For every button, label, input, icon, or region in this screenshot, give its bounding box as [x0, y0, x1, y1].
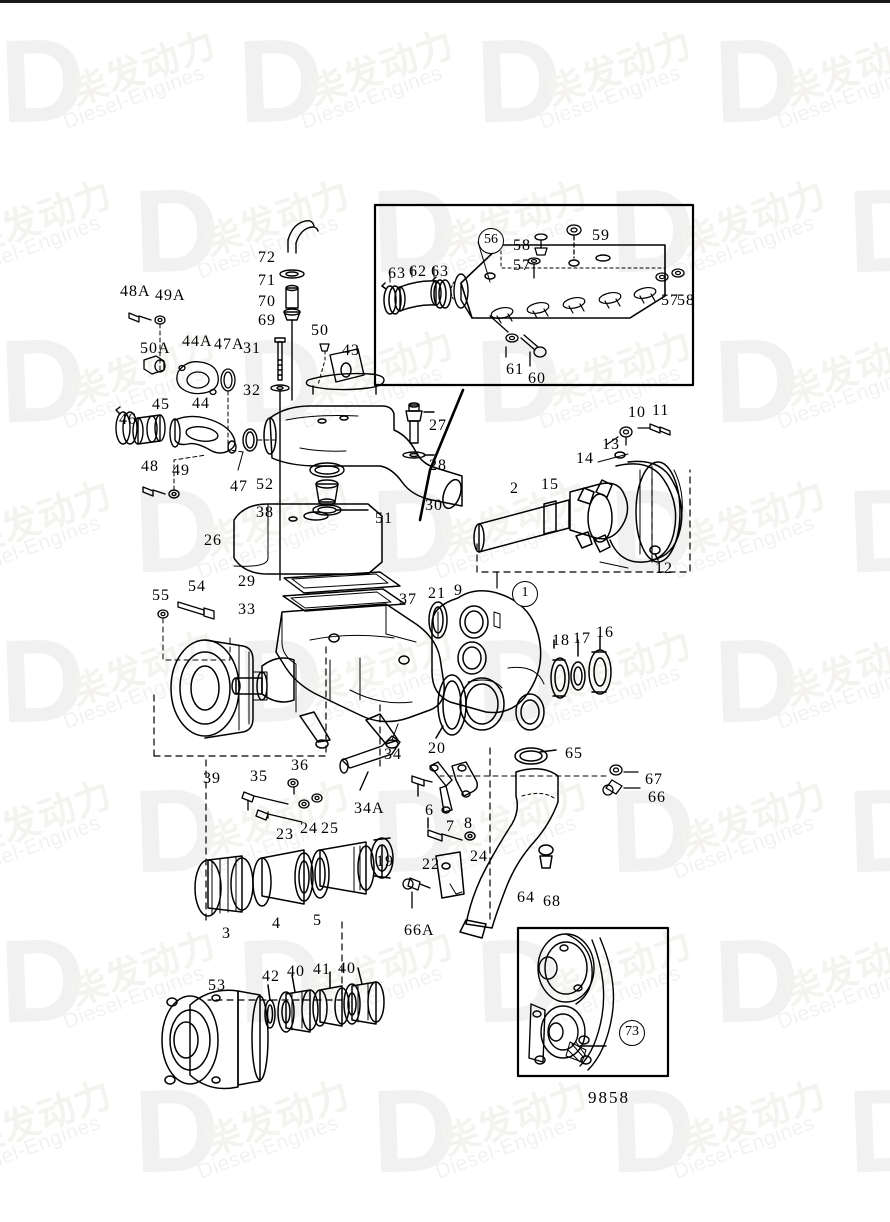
callout-58: 58	[677, 292, 695, 309]
callout-20: 20	[428, 740, 446, 757]
callout-3: 3	[222, 925, 231, 942]
callout-44: 44	[192, 395, 210, 412]
callout-22: 22	[422, 856, 440, 873]
callout-15: 15	[541, 476, 559, 493]
callout-61: 61	[506, 361, 524, 378]
callout-10: 10	[628, 404, 646, 421]
callout-36: 36	[291, 757, 309, 774]
callout-30: 30	[425, 497, 443, 514]
callout-37: 37	[399, 591, 417, 608]
sheet-top-rule	[0, 0, 890, 3]
callout-4: 4	[272, 915, 281, 932]
callout-60: 60	[528, 370, 546, 387]
callout-28: 28	[429, 457, 447, 474]
callout-26: 26	[204, 532, 222, 549]
callout-71: 71	[258, 272, 276, 289]
callout-49A: 49A	[155, 287, 186, 304]
callout-8: 8	[464, 815, 473, 832]
callout-14: 14	[576, 450, 594, 467]
callout-59: 59	[592, 227, 610, 244]
callout-34A: 34A	[354, 800, 385, 817]
callout-49: 49	[172, 462, 190, 479]
callout-35: 35	[250, 768, 268, 785]
callout-19: 19	[376, 853, 394, 870]
callout-69: 69	[258, 312, 276, 329]
callout-11: 11	[652, 402, 670, 419]
callout-54: 54	[188, 578, 206, 595]
callout-44A: 44A	[182, 333, 213, 350]
callout-33: 33	[238, 601, 256, 618]
callout-6: 6	[425, 802, 434, 819]
callout-57: 57	[661, 292, 679, 309]
callout-32: 32	[243, 382, 261, 399]
callout-27: 27	[429, 417, 447, 434]
callout-66A: 66A	[404, 922, 435, 939]
callout-7: 7	[446, 818, 455, 835]
callout-70: 70	[258, 293, 276, 310]
callout-62: 62	[409, 263, 427, 280]
callout-17: 17	[573, 630, 591, 647]
callout-68: 68	[543, 893, 561, 910]
callout-40: 40	[287, 963, 305, 980]
callout-67: 67	[645, 771, 663, 788]
callout-41: 41	[313, 961, 331, 978]
callout-31: 31	[243, 340, 261, 357]
callout-43: 43	[342, 342, 360, 359]
callout-48A: 48A	[120, 283, 151, 300]
callout-48: 48	[141, 458, 159, 475]
callout-2: 2	[510, 480, 519, 497]
callout-25: 25	[321, 820, 339, 837]
callout-12: 12	[655, 560, 673, 577]
callout-57: 57	[513, 257, 531, 274]
callout-24: 24	[470, 848, 488, 865]
callout-46: 46	[119, 411, 137, 428]
callout-42: 42	[262, 968, 280, 985]
callout-16: 16	[596, 624, 614, 641]
callout-65: 65	[565, 745, 583, 762]
callout-50A: 50A	[140, 340, 171, 357]
callout-34: 34	[384, 746, 402, 763]
figure-number: 9858	[588, 1088, 630, 1107]
callout-72: 72	[258, 249, 276, 266]
callout-64: 64	[517, 889, 535, 906]
callout-66: 66	[648, 789, 666, 806]
callout-63: 63	[388, 265, 406, 282]
circled-callout-73: 73	[619, 1020, 645, 1046]
callout-52: 52	[256, 476, 274, 493]
circled-callout-56: 56	[478, 228, 504, 254]
callout-38: 38	[256, 504, 274, 521]
callout-9: 9	[454, 582, 463, 599]
circled-callout-1: 1	[512, 581, 538, 607]
callout-13: 13	[602, 436, 620, 453]
callout-18: 18	[552, 632, 570, 649]
callout-45: 45	[152, 396, 170, 413]
callout-53: 53	[208, 977, 226, 994]
callout-24: 24	[300, 820, 318, 837]
callout-50: 50	[311, 322, 329, 339]
callout-47: 47	[230, 478, 248, 495]
callout-63: 63	[431, 263, 449, 280]
callout-55: 55	[152, 587, 170, 604]
callout-58: 58	[513, 237, 531, 254]
callout-47A: 47A	[214, 336, 245, 353]
callout-40: 40	[338, 960, 356, 977]
callout-23: 23	[276, 826, 294, 843]
callout-51: 51	[375, 510, 393, 527]
callout-5: 5	[313, 912, 322, 929]
callout-39: 39	[203, 770, 221, 787]
callout-29: 29	[238, 573, 256, 590]
callout-21: 21	[428, 585, 446, 602]
